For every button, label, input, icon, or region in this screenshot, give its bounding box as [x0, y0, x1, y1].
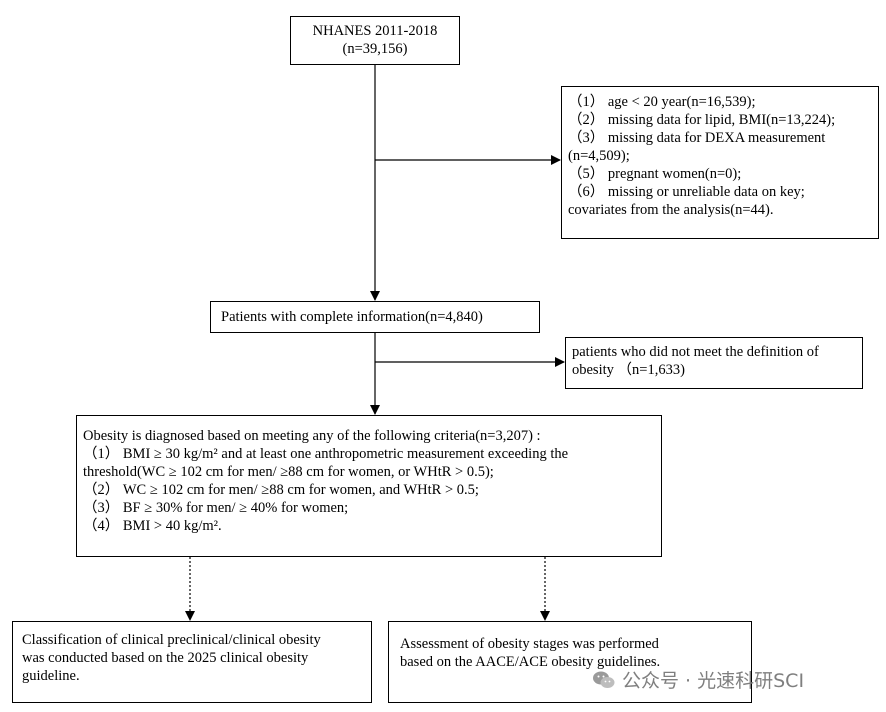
exclusion-line: （3） missing data for DEXA measurement — [568, 130, 826, 146]
criteria-box: Obesity is diagnosed based on meeting an… — [76, 415, 662, 557]
not-meeting-line: obesity （n=1,633) — [572, 362, 685, 378]
exclusion-line: covariates from the analysis(n=44). — [568, 202, 774, 218]
source-box: NHANES 2011-2018 (n=39,156) — [290, 16, 460, 65]
wechat-icon — [593, 671, 615, 688]
watermark-text: 公众号 · 光速科研SCI — [622, 670, 805, 692]
complete-info-box: Patients with complete information(n=4,8… — [210, 301, 540, 333]
criteria-line: （2） WC ≥ 102 cm for men/ ≥88 cm for wome… — [83, 482, 479, 498]
not-meeting-line: patients who did not meet the definition… — [572, 344, 819, 360]
exclusion-line: (n=4,509); — [568, 148, 630, 164]
criteria-line: Obesity is diagnosed based on meeting an… — [83, 428, 541, 444]
source-title: NHANES 2011-2018 — [312, 23, 438, 39]
assessment-line: Assessment of obesity stages was perform… — [400, 636, 659, 652]
classification-line: Classification of clinical preclinical/c… — [22, 632, 321, 648]
classification-box: Classification of clinical preclinical/c… — [12, 621, 372, 703]
criteria-line: threshold(WC ≥ 102 cm for men/ ≥88 cm fo… — [83, 464, 494, 480]
classification-line: guideline. — [22, 668, 80, 684]
exclusions-box: （1） age < 20 year(n=16,539); （2） missing… — [561, 86, 879, 239]
criteria-line: （3） BF ≥ 30% for men/ ≥ 40% for women; — [83, 500, 349, 516]
not-meeting-box: patients who did not meet the definition… — [565, 337, 863, 389]
exclusion-line: （5） pregnant women(n=0); — [568, 166, 742, 182]
criteria-line: （4） BMI > 40 kg/m². — [83, 518, 222, 534]
assessment-box: Assessment of obesity stages was perform… — [388, 621, 752, 703]
criteria-line: （1） BMI ≥ 30 kg/m² and at least one anth… — [83, 446, 569, 462]
exclusion-line: （6） missing or unreliable data on key; — [568, 184, 805, 200]
classification-line: was conducted based on the 2025 clinical… — [22, 650, 309, 666]
complete-info-text: Patients with complete information(n=4,8… — [221, 309, 483, 325]
source-count: (n=39,156) — [342, 41, 408, 57]
exclusion-line: （2） missing data for lipid, BMI(n=13,224… — [568, 112, 836, 128]
assessment-line: based on the AACE/ACE obesity guidelines… — [400, 654, 661, 670]
exclusion-line: （1） age < 20 year(n=16,539); — [568, 94, 756, 110]
watermark: 公众号 · 光速科研SCI — [592, 666, 804, 693]
